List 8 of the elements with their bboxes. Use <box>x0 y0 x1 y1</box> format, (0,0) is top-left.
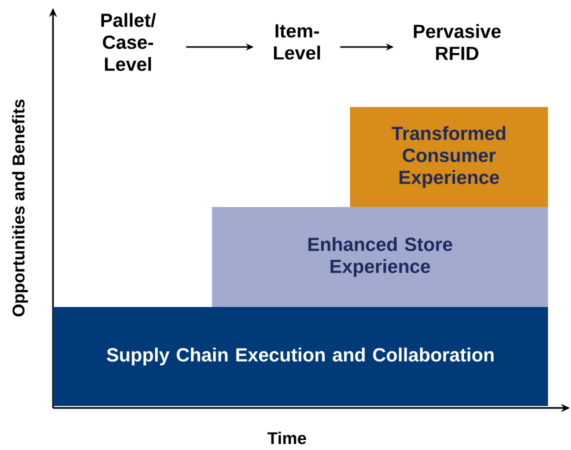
benefit-box: Supply Chain Execution and Collaboration <box>53 306 548 406</box>
axis-label: Time <box>268 432 306 444</box>
axis-label: Opportunities and Benefits <box>12 100 28 316</box>
stage-label: Pallet/ Case-Level <box>101 13 156 71</box>
stage-label: Pervasive RFID <box>414 24 501 60</box>
benefit-box: Transformed Consumer Experience <box>350 107 548 207</box>
stage-label: Item- Level <box>274 24 320 60</box>
benefit-box: Enhanced Store Experience <box>212 207 548 307</box>
